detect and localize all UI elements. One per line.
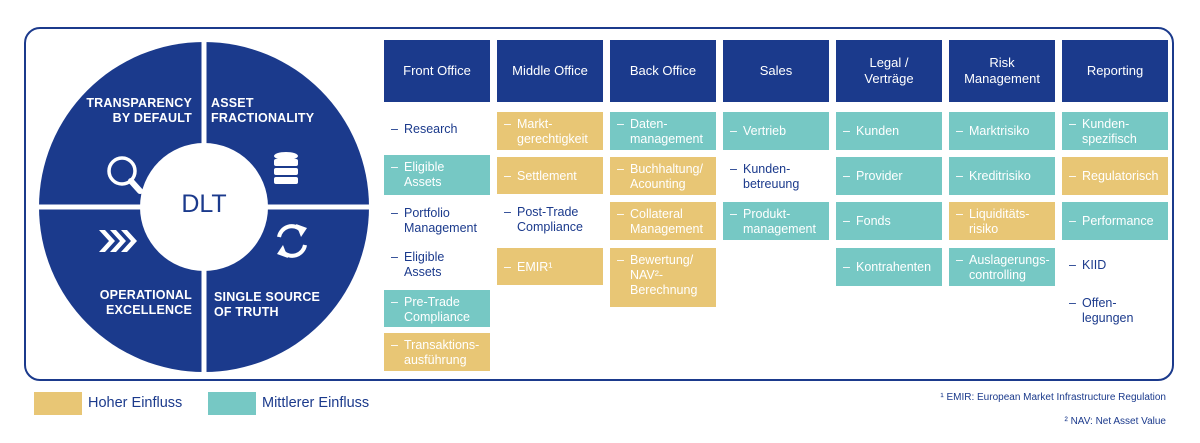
column-header-middle-office: Middle Office bbox=[497, 40, 603, 102]
column-header-risk-management: Risk Management bbox=[949, 40, 1055, 102]
legend-swatch-mid bbox=[208, 392, 256, 415]
cell-sales-produktmanagement: –Produkt-management bbox=[723, 202, 829, 240]
footnote-nav: ² NAV: Net Asset Value bbox=[1064, 416, 1166, 427]
cell-legal-provider: –Provider bbox=[836, 157, 942, 195]
cell-front-office-pre-trade-compliance: –Pre-Trade Compliance bbox=[384, 290, 490, 327]
footnote-emir: ¹ EMIR: European Market Infrastructure R… bbox=[940, 392, 1166, 403]
cell-legal-fonds: –Fonds bbox=[836, 202, 942, 240]
cell-middle-office-settlement: –Settlement bbox=[497, 157, 603, 194]
wheel-center bbox=[140, 143, 268, 271]
cell-reporting-performance: –Performance bbox=[1062, 202, 1168, 240]
dlt-wheel bbox=[39, 42, 369, 372]
cell-reporting-kundenspezifisch: –Kunden-spezifisch bbox=[1062, 112, 1168, 150]
cell-reporting-offenlegungen: –Offen-legungen bbox=[1069, 296, 1134, 325]
cell-risk-liquiditaetsrisiko: –Liquiditäts-risiko bbox=[949, 202, 1055, 240]
cell-risk-marktrisiko: –Marktrisiko bbox=[949, 112, 1055, 150]
cell-front-office-eligible-assets-1: –Eligible Assets bbox=[384, 155, 490, 195]
cell-middle-office-marktgerechtigkeit: –Markt-gerechtigkeit bbox=[497, 112, 603, 150]
column-header-sales: Sales bbox=[723, 40, 829, 102]
cell-front-office-transaktionsausfuehrung: –Transaktions-ausführung bbox=[384, 333, 490, 371]
sync-arrows-icon bbox=[277, 224, 307, 258]
cell-front-office-portfolio-management: –Portfolio Management bbox=[391, 206, 477, 235]
cell-risk-auslagerungscontrolling: –Auslagerungs-controlling bbox=[949, 248, 1055, 286]
column-header-reporting: Reporting bbox=[1062, 40, 1168, 102]
diagram-frame bbox=[24, 27, 1174, 381]
cell-sales-kundenbetreuung: –Kunden-betreuung bbox=[730, 162, 800, 191]
legend-label-mid: Mittlerer Einfluss bbox=[262, 395, 370, 411]
cell-reporting-kiid: –KIID bbox=[1069, 258, 1107, 272]
database-icon bbox=[274, 152, 298, 184]
wheel-center-label: DLT bbox=[181, 190, 227, 218]
quadrant-label-single-source-of-truth: SINGLE SOURCE OF TRUTH bbox=[214, 290, 321, 319]
cell-front-office-eligible-assets-2: –Eligible Assets bbox=[391, 250, 445, 279]
cell-back-office-bewertung-nav: –Bewertung/ NAV²-Berechnung bbox=[610, 248, 716, 307]
quadrant-label-transparency: TRANSPARENCY BY DEFAULT bbox=[86, 96, 192, 125]
legend-label-high: Hoher Einfluss bbox=[88, 395, 183, 411]
cell-middle-office-emir: –EMIR¹ bbox=[497, 248, 603, 285]
cell-reporting-regulatorisch: –Regulatorisch bbox=[1062, 157, 1168, 195]
quadrant-label-asset-fractionality: ASSET FRACTIONALITY bbox=[211, 96, 315, 125]
column-header-legal: Legal / Verträge bbox=[836, 40, 942, 102]
quadrant-label-operational-excellence: OPERATIONAL EXCELLENCE bbox=[99, 288, 192, 317]
cell-back-office-buchhaltung: –Buchhaltung/ Acounting bbox=[610, 157, 716, 195]
column-header-front-office: Front Office bbox=[384, 40, 490, 102]
cell-front-office-research: –Research bbox=[391, 122, 458, 136]
cell-legal-kunden: –Kunden bbox=[836, 112, 942, 150]
cell-middle-office-post-trade-compliance: –Post-Trade Compliance bbox=[504, 205, 584, 234]
cell-back-office-collateral-management: –Collateral Management bbox=[610, 202, 716, 240]
cell-back-office-datenmanagement: –Daten-management bbox=[610, 112, 716, 150]
legend-swatch-high bbox=[34, 392, 82, 415]
chevrons-right-icon bbox=[99, 230, 137, 252]
cell-sales-vertrieb: –Vertrieb bbox=[723, 112, 829, 150]
magnifier-icon bbox=[107, 156, 143, 194]
cell-legal-kontrahenten: –Kontrahenten bbox=[836, 248, 942, 286]
column-header-back-office: Back Office bbox=[610, 40, 716, 102]
cell-risk-kreditrisiko: –Kreditrisiko bbox=[949, 157, 1055, 195]
